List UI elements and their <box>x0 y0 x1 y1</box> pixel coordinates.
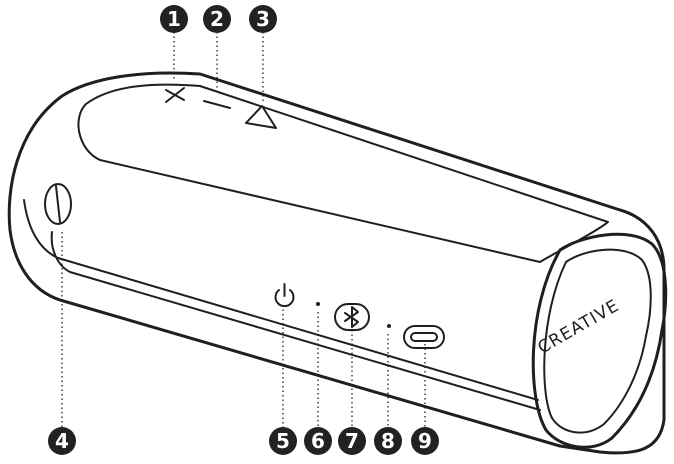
lanyard-divider <box>56 186 60 222</box>
callout-7: 7 <box>338 427 366 455</box>
callout-8-number: 8 <box>381 429 395 453</box>
led-indicator-dot <box>387 324 391 328</box>
callout-3-number: 3 <box>256 7 270 31</box>
volume-up-button[interactable] <box>204 101 230 108</box>
callout-4-number: 4 <box>55 429 69 453</box>
callout-8: 8 <box>374 427 402 455</box>
lanyard-slot <box>45 184 71 224</box>
callout-1: 1 <box>160 5 188 33</box>
callout-6-number: 6 <box>311 429 325 453</box>
callout-2-number: 2 <box>210 7 224 31</box>
top-panel-outline <box>78 85 608 262</box>
bluetooth-icon <box>345 307 358 327</box>
lower-edge <box>24 200 538 400</box>
x-icon <box>166 88 184 102</box>
callout-4: 4 <box>48 427 76 455</box>
usb-c-port[interactable] <box>404 326 444 348</box>
callout-1-number: 1 <box>167 7 181 31</box>
callout-2: 2 <box>203 5 231 33</box>
callout-6: 6 <box>304 427 332 455</box>
dash-icon <box>204 101 230 108</box>
callout-5: 5 <box>269 427 297 455</box>
callout-9-number: 9 <box>418 429 432 453</box>
power-button[interactable] <box>276 284 294 306</box>
bluetooth-button[interactable] <box>335 304 369 330</box>
usb-c-connector <box>411 333 437 341</box>
microphone-hole <box>316 302 320 306</box>
volume-down-button[interactable] <box>166 88 184 102</box>
side-seam <box>52 232 540 410</box>
callout-5-number: 5 <box>276 429 290 453</box>
callout-9: 9 <box>411 427 439 455</box>
speaker-body: CREATIVE <box>9 73 665 453</box>
callout-7-number: 7 <box>345 429 359 453</box>
callout-3: 3 <box>249 5 277 33</box>
leader-lines <box>62 32 425 428</box>
side-controls <box>276 284 445 348</box>
power-icon <box>276 284 294 306</box>
